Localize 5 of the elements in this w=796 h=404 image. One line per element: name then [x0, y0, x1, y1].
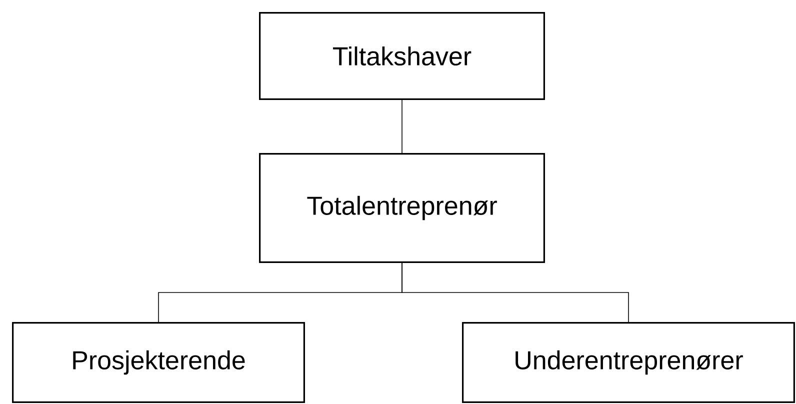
box: Underentreprenører	[462, 322, 795, 403]
connector-line	[402, 262, 629, 322]
box: Totalentreprenør	[259, 152, 545, 263]
box: Prosjekterende	[12, 322, 305, 403]
box: Tiltakshaver	[259, 12, 545, 100]
